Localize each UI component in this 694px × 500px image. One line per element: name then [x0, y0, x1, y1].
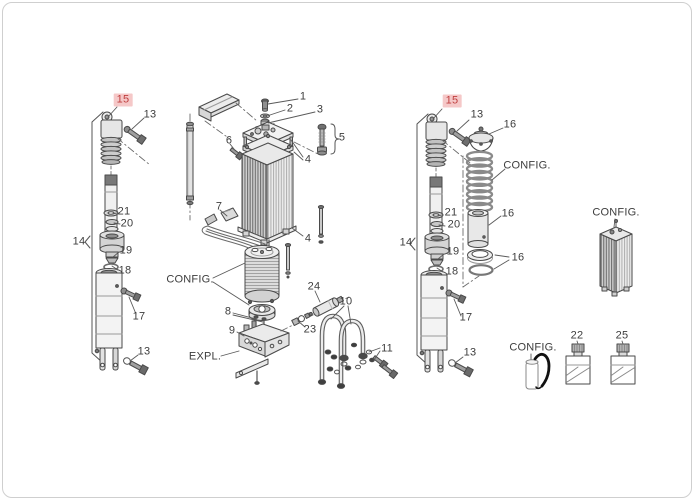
label-center-config: CONFIG.: [166, 273, 214, 286]
callout-right-13-lower[interactable]: 13: [463, 346, 477, 359]
callout-right-16-top[interactable]: 16: [503, 118, 517, 131]
label-spare-config: CONFIG.: [592, 206, 640, 219]
left-shock-assembly-art: [84, 106, 151, 376]
callout-right-18[interactable]: 18: [445, 265, 459, 278]
spring-stack-art: [462, 126, 494, 288]
callout-center-4-lower[interactable]: 4: [304, 232, 312, 245]
callout-center-9[interactable]: 9: [228, 324, 236, 337]
supplies-art: [525, 343, 636, 390]
callout-left-14[interactable]: 14: [72, 235, 86, 248]
callout-left-21[interactable]: 21: [117, 205, 131, 218]
callout-center-7[interactable]: 7: [215, 200, 223, 213]
callout-right-20[interactable]: 20: [447, 218, 461, 231]
right-shock-assembly-art: [409, 108, 476, 378]
callout-center-4-upper[interactable]: 4: [304, 153, 312, 166]
callout-center-1[interactable]: 1: [299, 90, 307, 103]
callout-center-10[interactable]: 10: [339, 295, 353, 308]
callout-supplies-22[interactable]: 22: [570, 329, 584, 342]
callout-center-23[interactable]: 23: [303, 323, 317, 336]
callout-left-18[interactable]: 18: [118, 264, 132, 277]
callout-center-6[interactable]: 6: [225, 134, 233, 147]
callout-leader-lines: [212, 98, 624, 361]
label-right-config: CONFIG.: [503, 159, 551, 172]
callout-center-8[interactable]: 8: [224, 305, 232, 318]
callout-left-15[interactable]: 15: [113, 93, 133, 107]
callout-left-13-upper[interactable]: 13: [143, 108, 157, 121]
callout-center-24[interactable]: 24: [307, 280, 321, 293]
callout-right-19[interactable]: 19: [446, 245, 460, 258]
callout-left-13-lower[interactable]: 13: [137, 345, 151, 358]
callout-center-5[interactable]: 5: [338, 131, 346, 144]
callout-right-15[interactable]: 15: [442, 94, 462, 108]
callout-right-21[interactable]: 21: [444, 206, 458, 219]
callout-center-2[interactable]: 2: [286, 102, 294, 115]
callout-right-17[interactable]: 17: [459, 311, 473, 324]
spare-cartridge-art: [599, 219, 633, 297]
callout-left-17[interactable]: 17: [132, 310, 146, 323]
callout-right-13-upper[interactable]: 13: [470, 108, 484, 121]
label-supplies-config: CONFIG.: [509, 341, 557, 354]
label-center-expl: EXPL.: [188, 350, 222, 363]
callout-center-11[interactable]: 11: [381, 342, 393, 355]
callout-supplies-25[interactable]: 25: [615, 329, 629, 342]
callout-left-19[interactable]: 19: [119, 244, 133, 257]
callout-right-16-middle[interactable]: 16: [501, 207, 515, 220]
callout-right-14[interactable]: 14: [399, 236, 413, 249]
callout-right-16-lower[interactable]: 16: [511, 251, 525, 264]
center-power-unit-art: [186, 93, 399, 389]
callout-left-20[interactable]: 20: [120, 217, 134, 230]
callout-center-3[interactable]: 3: [316, 103, 324, 116]
